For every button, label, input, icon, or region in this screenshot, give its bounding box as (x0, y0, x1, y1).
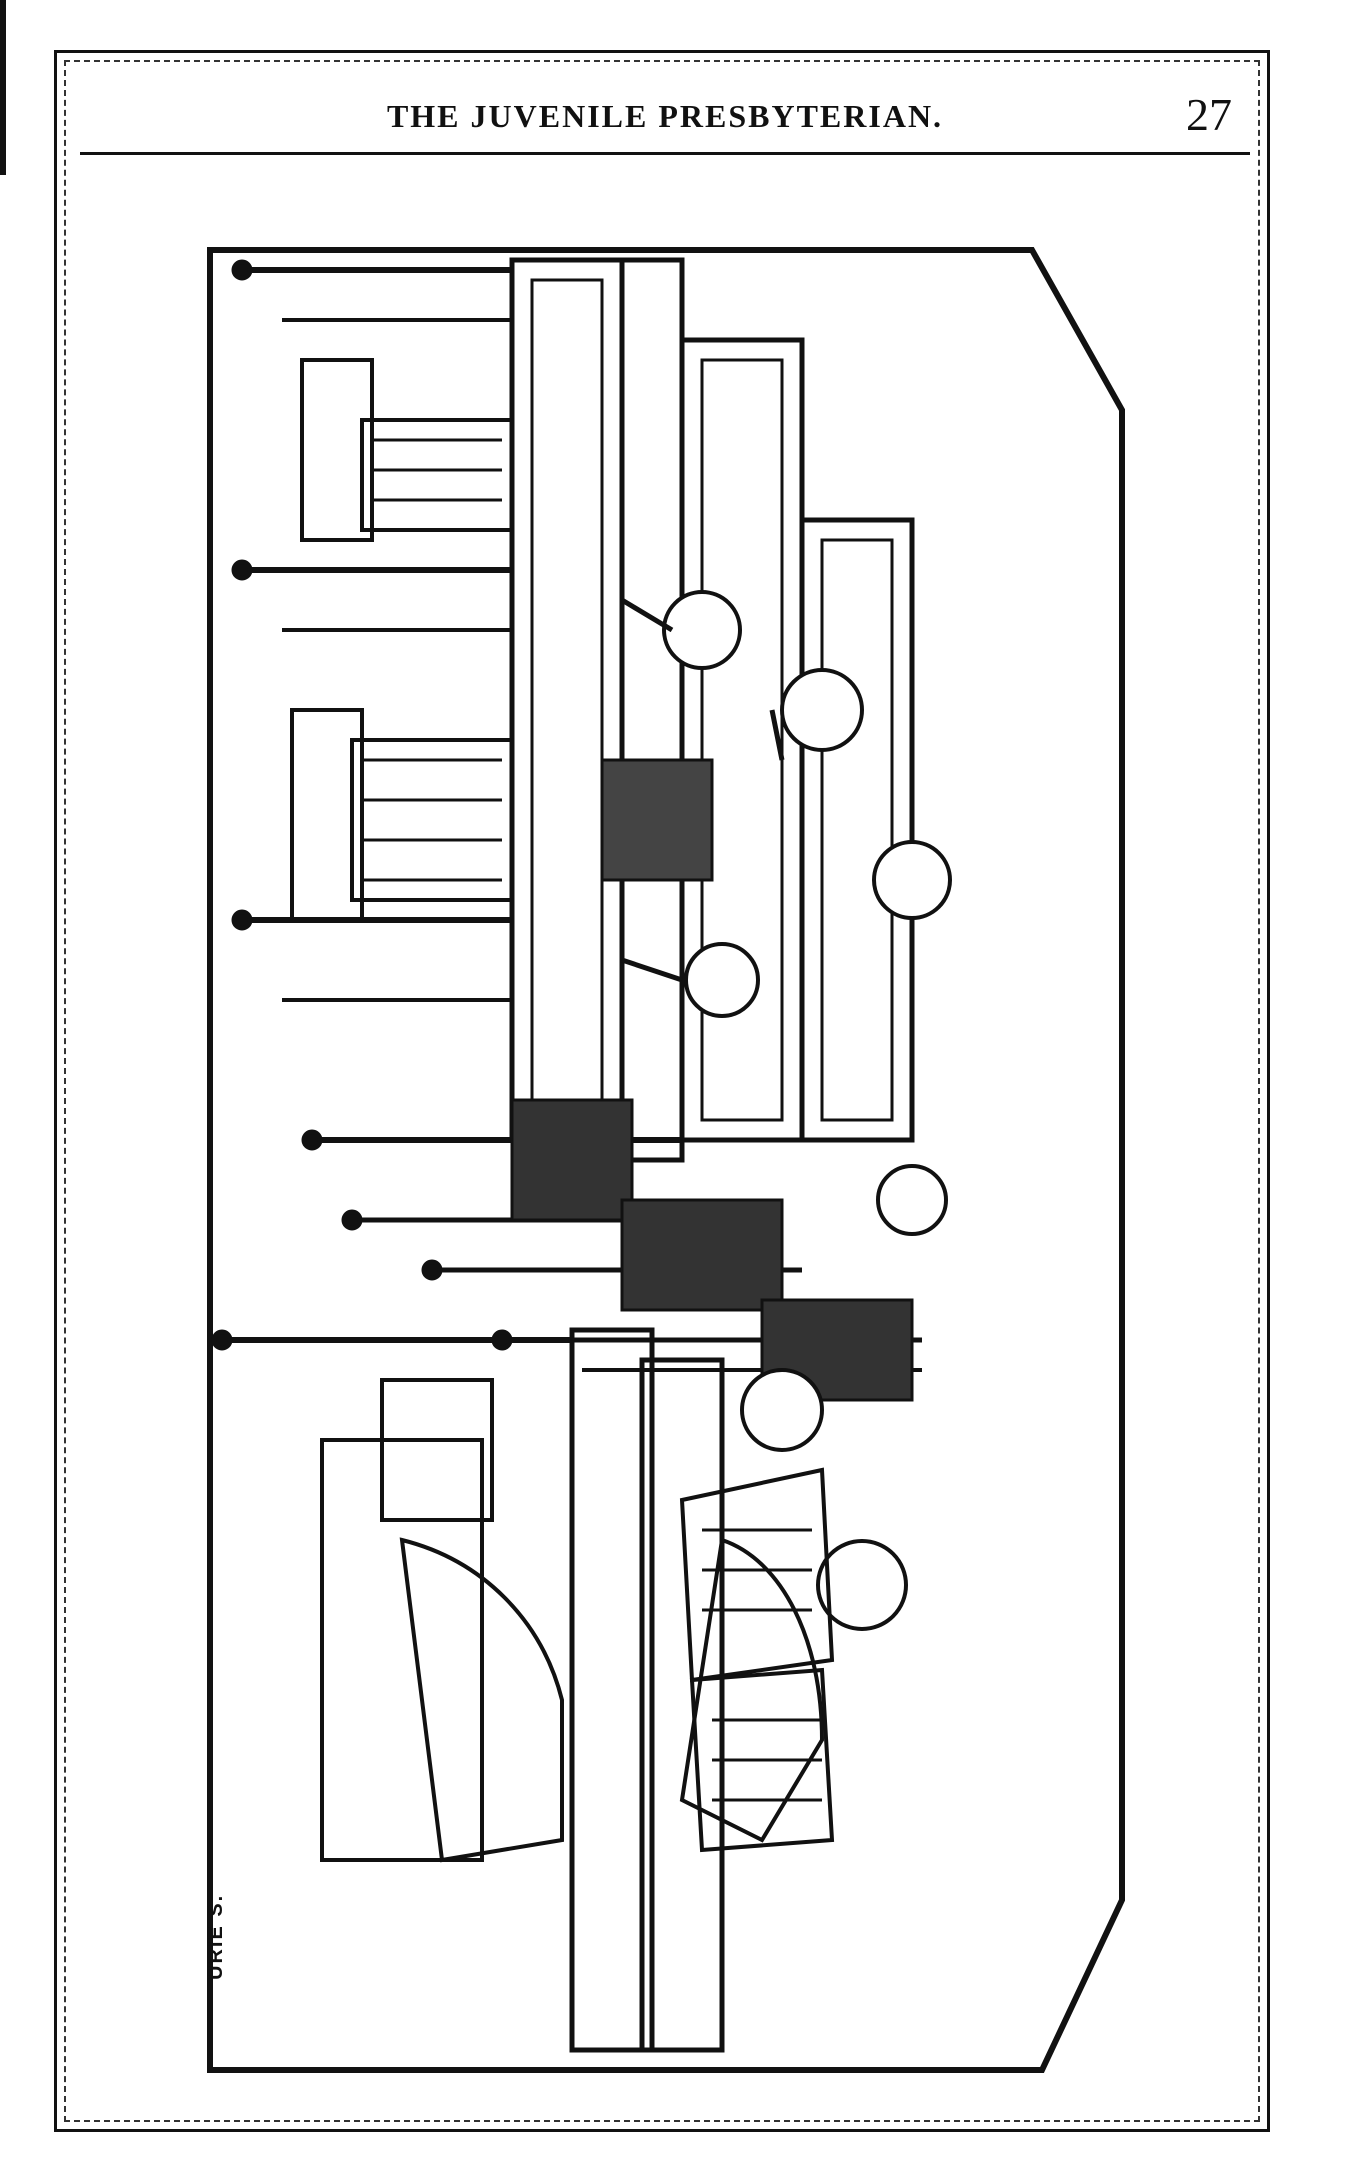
running-title: THE JUVENILE PRESBYTERIAN. (386, 98, 944, 134)
pupil-head-4 (872, 840, 952, 920)
desk-group-lower (211, 1327, 825, 2053)
stool-upper-1 (300, 358, 514, 542)
desk-top-long (509, 257, 625, 1143)
pupil-head-5 (876, 1164, 948, 1236)
page-border-inner (64, 60, 1260, 2122)
pupil-head-7 (816, 1539, 908, 1631)
pupil-head-3 (780, 668, 864, 752)
pupil-head-6 (740, 1368, 824, 1452)
engraving-border (207, 247, 1125, 2073)
desk-group-upper (231, 257, 685, 1163)
page-number: 27 (1186, 89, 1232, 140)
hatched-panels (510, 758, 914, 1402)
page-border-outer (54, 50, 1270, 2132)
running-header: THE JUVENILE PRESBYTERIAN. 27 (80, 82, 1250, 155)
pupil-head-2 (684, 942, 760, 1018)
engraving-svg (207, 247, 1125, 2073)
pupil-figures (620, 590, 952, 1631)
engraver-signature: URIE S. (205, 1893, 227, 1980)
teacher-figure (679, 1467, 835, 1853)
pupil-head-1 (662, 590, 742, 670)
margin-rule (0, 0, 6, 175)
engraving-illustration (182, 240, 1162, 2075)
stool-upper-2 (290, 708, 514, 922)
